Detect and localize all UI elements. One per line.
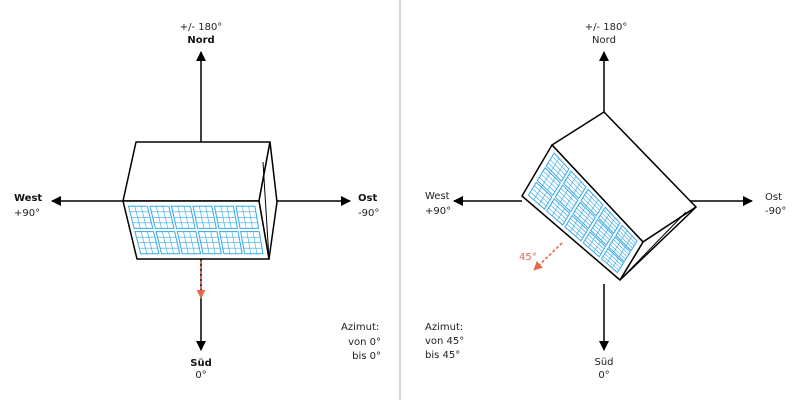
roof-top-face	[122, 141, 271, 202]
facing-direction-arrow	[533, 242, 563, 271]
south-label: Süd	[594, 357, 613, 368]
solar-module	[527, 181, 553, 210]
azimut-from: von 45°	[425, 336, 464, 347]
solar-module	[600, 247, 625, 274]
west-label: West	[14, 193, 42, 204]
solar-module	[590, 218, 614, 246]
east-label: Ost	[358, 193, 377, 204]
west-label: West	[425, 191, 450, 202]
solar-module	[597, 206, 621, 235]
right-panel: 45° +/- 180° Nord West +90° Ost -90° Süd…	[425, 22, 786, 381]
solar-module	[582, 231, 607, 258]
solar-module	[536, 166, 562, 196]
azimut-title: Azimut:	[425, 322, 463, 333]
solar-module	[546, 198, 571, 226]
roof-edge	[619, 211, 687, 281]
north-degree-label: +/- 180°	[180, 22, 223, 33]
left-panel: +/- 180° Nord West +90° Ost -90° Süd 0° …	[14, 22, 381, 381]
solar-module	[235, 205, 260, 229]
azimut-from: von 0°	[348, 337, 381, 348]
solar-module	[608, 236, 631, 263]
west-degree-label: +90°	[14, 208, 40, 219]
north-label: Nord	[592, 35, 616, 46]
east-degree-label: -90°	[358, 208, 379, 219]
solar-module	[572, 201, 596, 230]
solar-module	[192, 205, 217, 229]
solar-module	[564, 214, 589, 242]
solar-module	[554, 184, 579, 213]
solar-module	[615, 224, 638, 252]
solar-panel-array	[527, 152, 638, 274]
solar-module	[240, 231, 264, 255]
solar-module	[545, 152, 570, 182]
solar-module	[580, 188, 604, 217]
solar-module	[134, 231, 160, 255]
facing-angle-label: 45°	[519, 252, 537, 263]
solar-module	[197, 231, 222, 255]
east-label: Ost	[765, 192, 782, 203]
solar-module	[218, 231, 243, 255]
solar-module	[563, 170, 587, 200]
north-label: Nord	[187, 35, 214, 46]
azimut-to: bis 0°	[352, 351, 381, 362]
south-degree-label: 0°	[598, 370, 609, 381]
roof-edge	[262, 161, 270, 260]
east-degree-label: -90°	[765, 206, 786, 217]
north-degree-label: +/- 180°	[585, 22, 628, 33]
solar-module	[213, 205, 239, 229]
solar-module	[170, 205, 196, 229]
solar-panel-array	[127, 205, 264, 255]
west-degree-label: +90°	[425, 206, 451, 217]
solar-module	[176, 231, 202, 255]
azimut-to: bis 45°	[425, 350, 460, 361]
solar-module	[127, 205, 154, 229]
solar-module	[149, 205, 175, 229]
south-label: Süd	[190, 358, 211, 369]
solar-module	[155, 231, 181, 255]
south-degree-label: 0°	[195, 370, 206, 381]
azimut-title: Azimut:	[341, 322, 379, 333]
